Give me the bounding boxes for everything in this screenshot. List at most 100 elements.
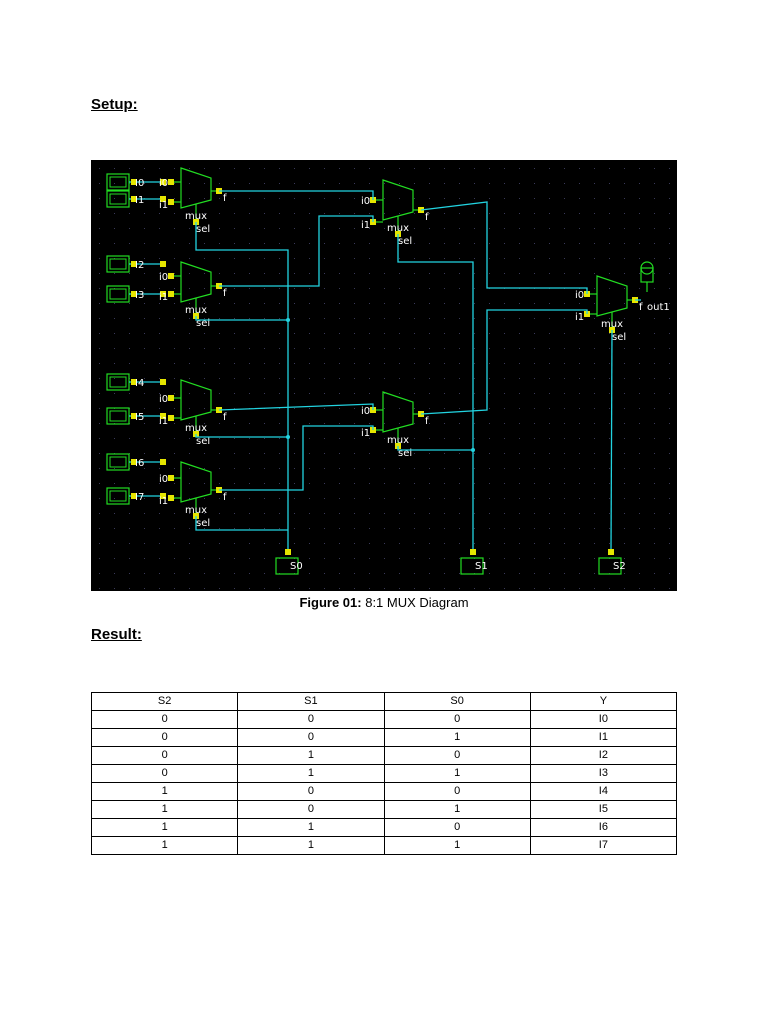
grid-dot xyxy=(309,498,310,499)
pin xyxy=(160,291,166,297)
grid-dot xyxy=(339,258,340,259)
grid-dot xyxy=(174,273,175,274)
grid-dot xyxy=(369,333,370,334)
grid-dot xyxy=(384,468,385,469)
grid-dot xyxy=(129,588,130,589)
grid-dot xyxy=(339,558,340,559)
grid-dot xyxy=(114,573,115,574)
grid-dot xyxy=(354,423,355,424)
grid-dot xyxy=(414,363,415,364)
grid-dot xyxy=(234,423,235,424)
grid-dot xyxy=(324,543,325,544)
grid-dot xyxy=(399,198,400,199)
mux-block xyxy=(180,379,212,421)
table-cell: 1 xyxy=(383,800,531,819)
grid-dot xyxy=(144,258,145,259)
grid-dot xyxy=(459,348,460,349)
grid-dot xyxy=(234,438,235,439)
grid-dot xyxy=(624,213,625,214)
pin xyxy=(608,549,614,555)
grid-dot xyxy=(354,273,355,274)
grid-dot xyxy=(129,333,130,334)
grid-dot xyxy=(459,228,460,229)
grid-dot xyxy=(669,423,670,424)
grid-dot xyxy=(444,483,445,484)
grid-dot xyxy=(564,363,565,364)
grid-dot xyxy=(204,393,205,394)
grid-dot xyxy=(219,198,220,199)
grid-dot xyxy=(414,408,415,409)
grid-dot xyxy=(624,183,625,184)
grid-dot xyxy=(234,513,235,514)
grid-dot xyxy=(414,183,415,184)
grid-dot xyxy=(174,453,175,454)
grid-dot xyxy=(144,453,145,454)
grid-dot xyxy=(504,303,505,304)
grid-dot xyxy=(189,183,190,184)
grid-dot xyxy=(204,228,205,229)
setup-heading: Setup: xyxy=(91,96,138,113)
mux-sel-label: sel xyxy=(398,236,412,247)
grid-dot xyxy=(459,273,460,274)
caption-prefix: Figure 01: xyxy=(299,595,362,610)
grid-dot xyxy=(654,408,655,409)
grid-dot xyxy=(249,498,250,499)
grid-dot xyxy=(669,573,670,574)
caption-text: 8:1 MUX Diagram xyxy=(365,595,469,610)
grid-dot xyxy=(399,183,400,184)
grid-dot xyxy=(519,243,520,244)
mux-out-label: f xyxy=(425,212,429,223)
grid-dot xyxy=(159,303,160,304)
grid-dot xyxy=(444,228,445,229)
grid-dot xyxy=(294,288,295,289)
mux-in1-label: i1 xyxy=(361,428,370,439)
grid-dot xyxy=(669,348,670,349)
grid-dot xyxy=(504,318,505,319)
grid-dot xyxy=(654,513,655,514)
grid-dot xyxy=(609,333,610,334)
grid-dot xyxy=(114,558,115,559)
grid-dot xyxy=(144,573,145,574)
mux-out-label: f xyxy=(425,416,429,427)
grid-dot xyxy=(639,453,640,454)
grid-dot xyxy=(504,558,505,559)
grid-dot xyxy=(159,258,160,259)
grid-dot xyxy=(519,423,520,424)
grid-dot xyxy=(369,288,370,289)
grid-dot xyxy=(264,288,265,289)
grid-dot xyxy=(624,588,625,589)
grid-dot xyxy=(384,288,385,289)
grid-dot xyxy=(399,453,400,454)
grid-dot xyxy=(594,528,595,529)
grid-dot xyxy=(444,333,445,334)
grid-dot xyxy=(309,393,310,394)
grid-dot xyxy=(309,438,310,439)
grid-dot xyxy=(534,318,535,319)
grid-dot xyxy=(219,423,220,424)
grid-dot xyxy=(144,318,145,319)
grid-dot xyxy=(354,468,355,469)
grid-dot xyxy=(549,468,550,469)
grid-dot xyxy=(609,348,610,349)
grid-dot xyxy=(624,483,625,484)
wire xyxy=(397,446,473,451)
grid-dot xyxy=(594,423,595,424)
grid-dot xyxy=(129,228,130,229)
grid-dot xyxy=(669,528,670,529)
grid-dot xyxy=(609,273,610,274)
table-cell: 1 xyxy=(237,764,385,783)
grid-dot xyxy=(549,348,550,349)
grid-dot xyxy=(264,453,265,454)
grid-dot xyxy=(564,198,565,199)
grid-dot xyxy=(339,408,340,409)
grid-dot xyxy=(309,423,310,424)
grid-dot xyxy=(189,288,190,289)
table-cell: 1 xyxy=(237,836,385,855)
grid-dot xyxy=(159,183,160,184)
grid-dot xyxy=(504,228,505,229)
grid-dot xyxy=(189,393,190,394)
grid-dot xyxy=(384,213,385,214)
pin xyxy=(285,549,291,555)
grid-dot xyxy=(669,408,670,409)
